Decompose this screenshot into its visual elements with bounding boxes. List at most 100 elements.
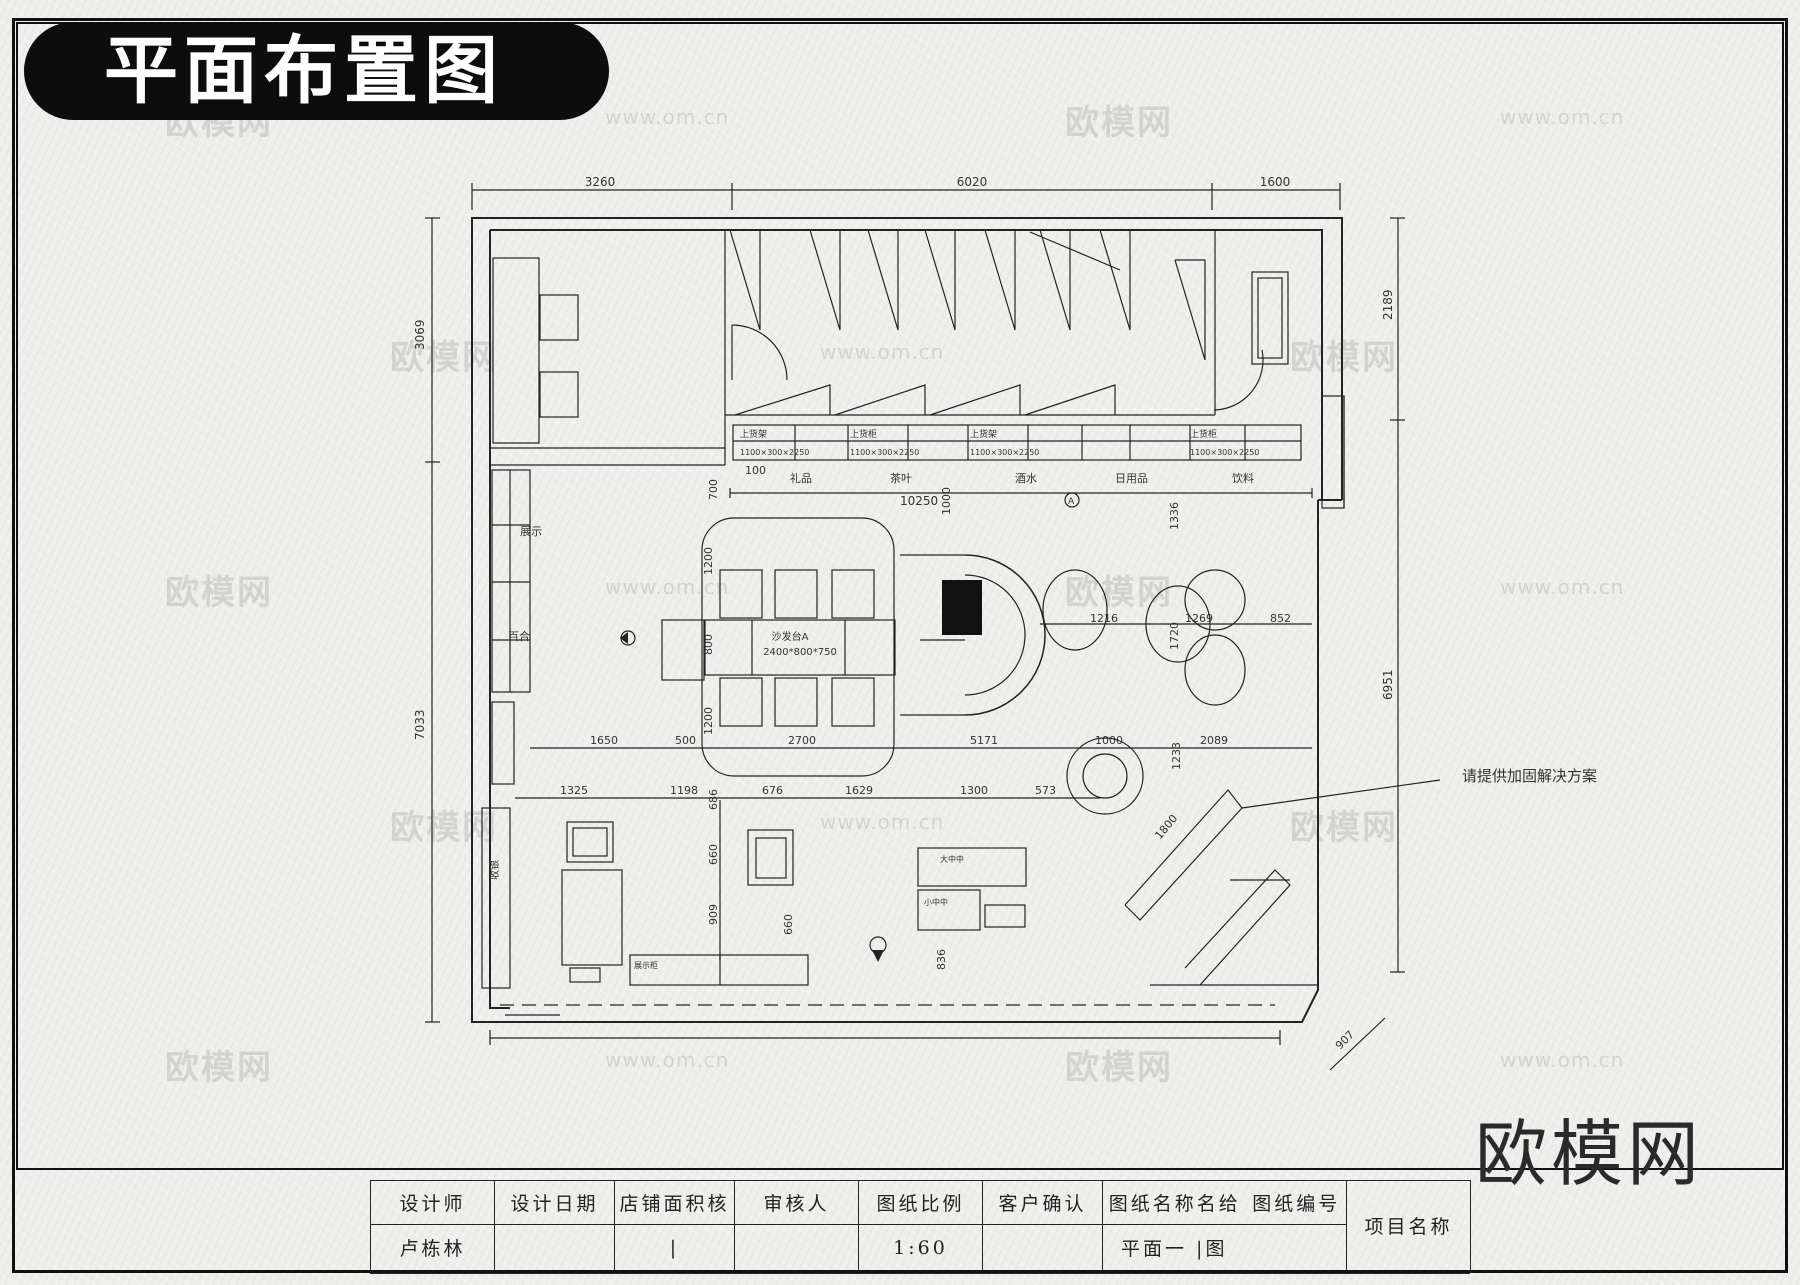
annotation-note: 请提供加固解决方案: [1462, 767, 1598, 785]
category-label: 茶叶: [890, 472, 912, 485]
dim-label: 1720: [1168, 622, 1181, 650]
watermark: 欧模网: [390, 808, 498, 848]
shelf-dims: 1100×300×2250: [740, 448, 809, 457]
lounge-seats: 1216 1269 852 1720: [1040, 569, 1312, 706]
marker-label: A: [1068, 497, 1075, 507]
tb-reviewer: [734, 1224, 858, 1270]
curved-display: [900, 554, 1046, 716]
title-badge: 平面布置图: [24, 22, 609, 120]
tb-client: [982, 1224, 1102, 1270]
category-label: 饮料: [1232, 471, 1254, 485]
watermark: www.om.cn: [1500, 105, 1625, 129]
marker-c: [869, 936, 887, 962]
brand-logo-text: 欧模网: [1475, 1112, 1704, 1196]
dim-label: 1300: [960, 784, 988, 797]
lower-furniture: 展示柜 大中中 小中中: [561, 821, 1027, 986]
dim-label: 1000: [1095, 734, 1123, 747]
category-label: 酒水: [1015, 472, 1037, 485]
dim-label: 1269: [1185, 612, 1213, 625]
shelf-dims: 1100×300×2250: [850, 448, 919, 457]
dim-label: 676: [762, 784, 783, 797]
dim-label: 1198: [670, 784, 698, 797]
dim-label: 573: [1035, 784, 1056, 797]
tb-header-area: 店铺面积核: [614, 1180, 734, 1224]
dim-label: 852: [1270, 612, 1291, 625]
tb-right-line: [1470, 1180, 1471, 1273]
dim-label: 1650: [590, 734, 618, 747]
table-size: 2400*800*750: [763, 647, 837, 658]
tb-project-label: 项目名称: [1346, 1180, 1470, 1270]
shelving-row: 上货架 1100×300×2250 上货柜 1100×300×2250 上货架 …: [732, 424, 1302, 461]
table-name: 沙发台A: [772, 630, 809, 643]
page-title: 平面布置图: [104, 28, 504, 114]
left-wall-shelves: 展示 百合 收银: [481, 469, 542, 989]
shelf-dims: 1100×300×2250: [970, 448, 1039, 457]
dim-label: 2089: [1200, 734, 1228, 747]
dim-label: 909: [707, 904, 720, 925]
category-label: 礼品: [790, 471, 812, 485]
watermark: 欧模网: [165, 1048, 273, 1088]
dim-label: 660: [707, 844, 720, 865]
floor-plan: 3260 6020 1600 3069 7033 2189 6951: [413, 175, 1441, 1071]
watermark: 欧模网: [165, 573, 273, 613]
dim-label: 500: [675, 734, 696, 747]
watermark: www.om.cn: [820, 340, 945, 364]
dim-label: 6951: [1381, 669, 1395, 700]
watermark: www.om.cn: [605, 1048, 730, 1072]
dim-label: 1216: [1090, 612, 1118, 625]
tb-header-no: 图纸编号: [1252, 1193, 1341, 1215]
dim-label: 800: [702, 634, 715, 655]
watermark: www.om.cn: [820, 810, 945, 834]
dim-label: 5171: [970, 734, 998, 747]
dim-label: 10250: [900, 494, 938, 508]
dim-label: 1336: [1168, 502, 1181, 530]
title-block: 设计师 设计日期 店铺面积核 审核人 图纸比例 客户确认 图纸名称名给 图纸编号…: [12, 1180, 1788, 1274]
shelf-label: 上货柜: [1190, 428, 1217, 440]
tb-date: [494, 1224, 614, 1270]
tb-drawing-name: 平面一 |图: [1102, 1224, 1346, 1270]
dim-label: 660: [782, 914, 795, 935]
tb-header-name: 图纸名称名给: [1108, 1193, 1241, 1215]
tb-scale: 1:60: [858, 1224, 982, 1270]
dim-label: 1233: [1170, 742, 1183, 770]
tb-header-scale: 图纸比例: [858, 1180, 982, 1224]
counter-label: 展示柜: [634, 960, 658, 970]
small-label: 小中中: [924, 897, 948, 907]
tb-drawing-name-text: 平面一 |图: [1121, 1238, 1228, 1260]
room-label: 展示: [520, 525, 542, 538]
dim-label: 1325: [560, 784, 588, 797]
dim-label: 6020: [957, 175, 988, 189]
tb-header-name-no: 图纸名称名给 图纸编号: [1102, 1180, 1346, 1224]
dim-label: 2700: [788, 734, 816, 747]
dimension-10250: 10250 700 1000 1336: [707, 479, 1313, 530]
watermark: 欧模网: [390, 338, 498, 378]
tb-header-client: 客户确认: [982, 1180, 1102, 1224]
marker-a: A: [1064, 492, 1080, 508]
dim-label: 686: [707, 789, 720, 810]
dim-label: 1600: [1260, 175, 1291, 189]
dim-label: 1200: [702, 547, 715, 575]
tb-header-designer: 设计师: [370, 1180, 494, 1224]
drawing-area-frame: [16, 22, 1784, 1170]
dining-table-group: 沙发台A 2400*800*750 1200 800 1200: [661, 517, 896, 777]
angled-display: 1800: [1124, 779, 1441, 986]
tb-header-date: 设计日期: [494, 1180, 614, 1224]
dimension-bottom: 907: [489, 1004, 1386, 1071]
category-label: 日用品: [1115, 472, 1148, 485]
dim-label: 3260: [585, 175, 616, 189]
dimension-top: 3260 6020 1600: [471, 175, 1341, 210]
watermark: 欧模网: [1065, 1048, 1173, 1088]
dimension-row-lower: 1325 1198 676 1629 1300 573 686 660 909 …: [515, 784, 1100, 970]
dim-label: 1629: [845, 784, 873, 797]
small-label: 大中中: [940, 854, 964, 864]
watermark: 欧模网: [1290, 808, 1398, 848]
dim-label: 1200: [702, 707, 715, 735]
shelf-dims: 1100×300×2250: [1190, 448, 1259, 457]
back-rooms: [490, 229, 1345, 509]
drawing-frame: [12, 18, 1788, 1273]
shelf-label: 上货架: [740, 428, 767, 440]
dim-label: 3069: [413, 319, 427, 350]
dimension-right: 2189 6951: [1381, 217, 1405, 973]
watermark: 欧模网: [1065, 103, 1173, 143]
